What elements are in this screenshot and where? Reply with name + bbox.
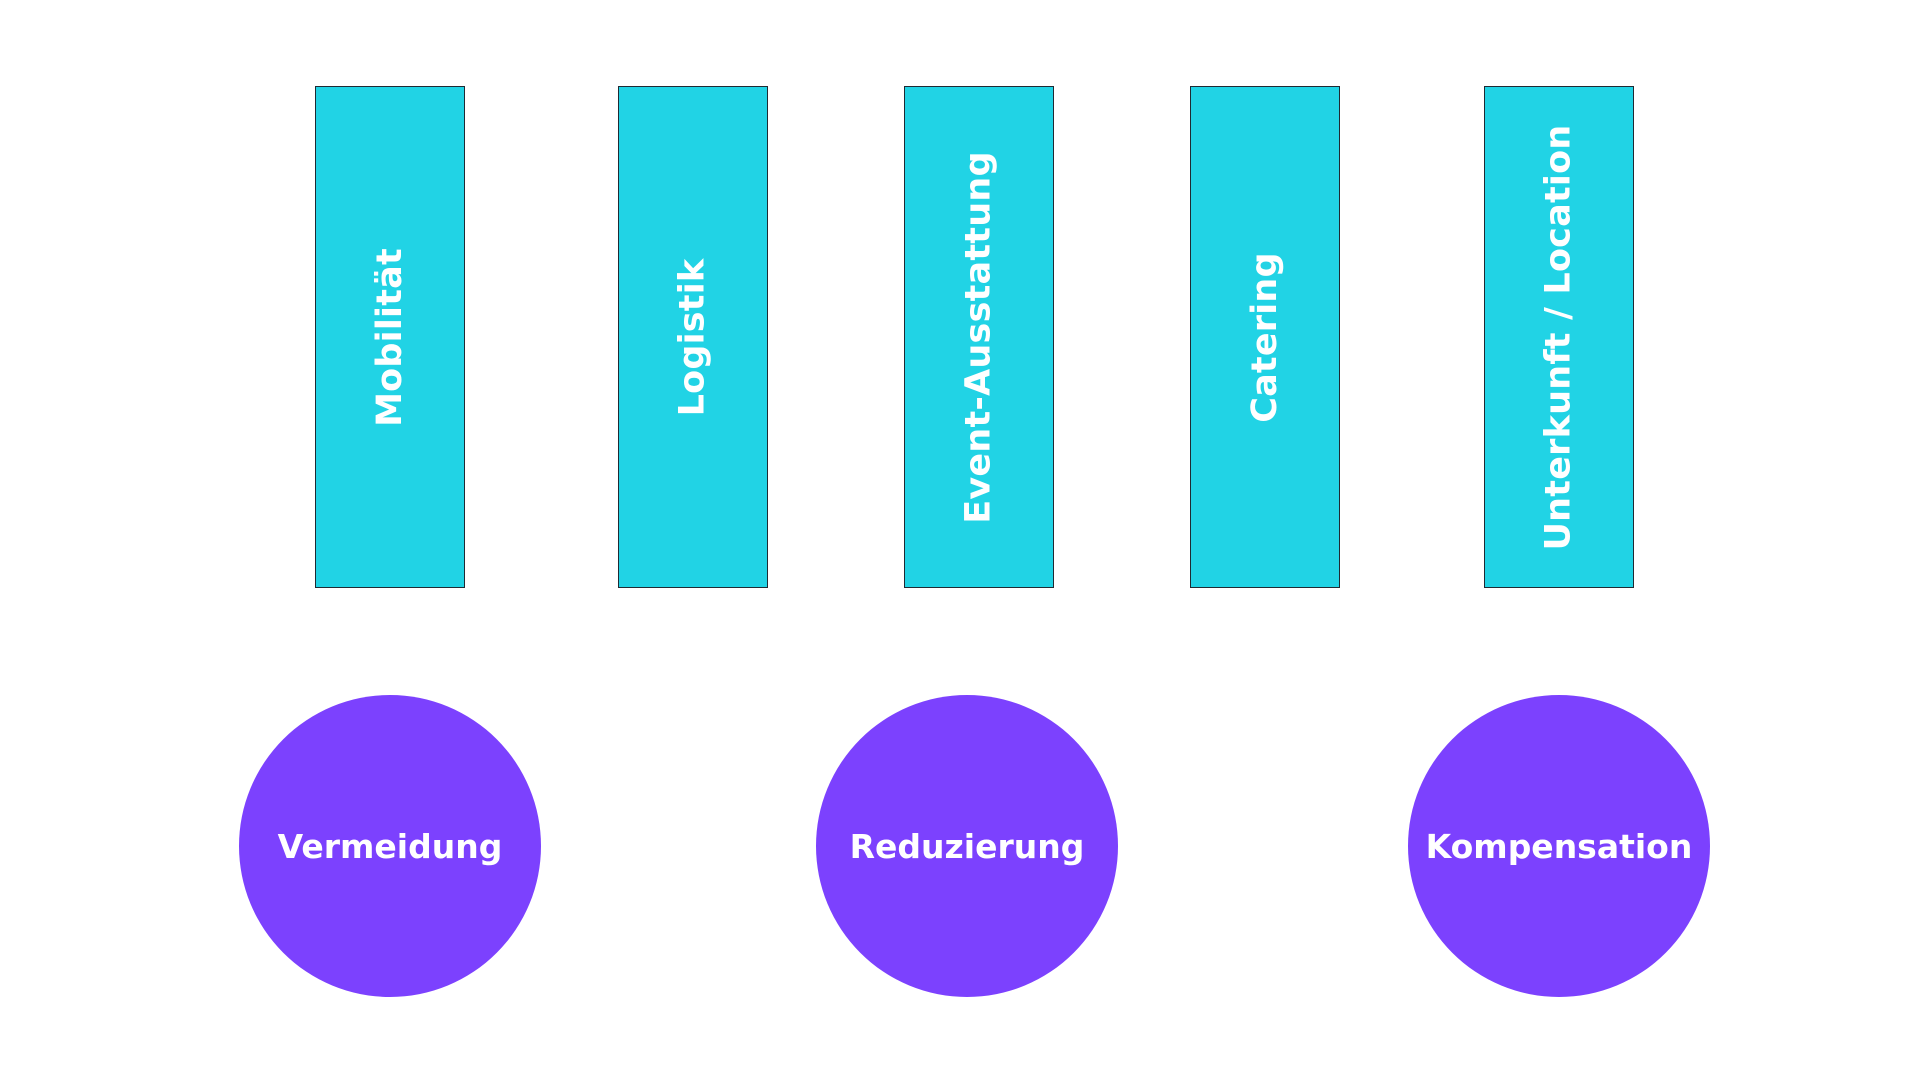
strategy-label: Reduzierung xyxy=(849,826,1085,866)
strategy-circle-reduzierung: Reduzierung xyxy=(816,695,1118,997)
category-label: Unterkunft / Location xyxy=(1538,124,1579,550)
strategy-circle-kompensation: Kompensation xyxy=(1408,695,1710,997)
strategy-circle-vermeidung: Vermeidung xyxy=(239,695,541,997)
category-bar-mobilitaet: Mobilität xyxy=(315,86,465,588)
strategy-label: Vermeidung xyxy=(277,826,503,866)
strategy-label: Kompensation xyxy=(1425,826,1693,866)
category-bar-unterkunft-location: Unterkunft / Location xyxy=(1484,86,1634,588)
category-bar-logistik: Logistik xyxy=(618,86,768,588)
category-bar-catering: Catering xyxy=(1190,86,1340,588)
category-label: Event-Ausstattung xyxy=(958,150,999,524)
category-label: Mobilität xyxy=(369,247,410,427)
category-bar-event-ausstattung: Event-Ausstattung xyxy=(904,86,1054,588)
category-label: Catering xyxy=(1244,251,1285,423)
category-label: Logistik xyxy=(672,258,713,416)
